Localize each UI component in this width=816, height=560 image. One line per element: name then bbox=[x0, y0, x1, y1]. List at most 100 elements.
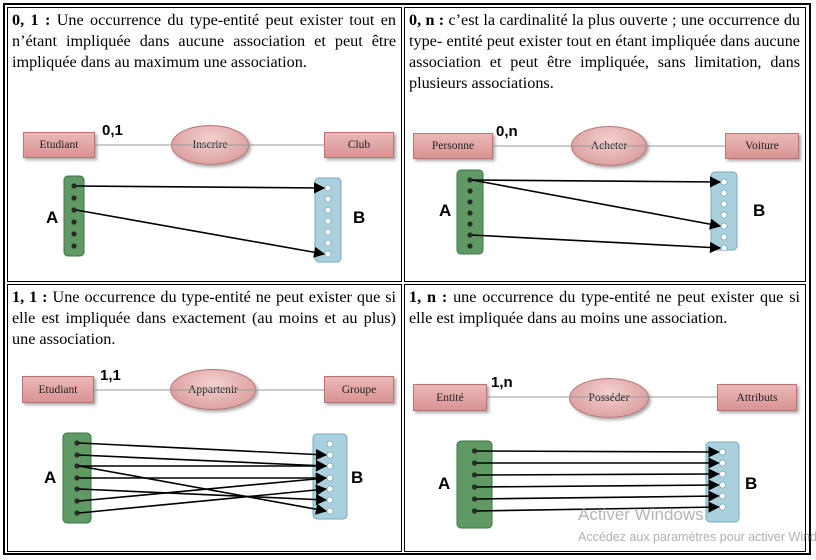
set-a-element bbox=[467, 243, 473, 249]
set-a-element bbox=[471, 448, 478, 454]
set-b-label: B bbox=[351, 468, 364, 487]
text-1-n: une occurrence du type-entité ne peut ex… bbox=[409, 288, 800, 327]
set-b-element bbox=[324, 206, 332, 214]
entity-etudiant: Etudiant bbox=[23, 132, 95, 158]
set-a-element bbox=[74, 452, 80, 458]
mapping-arrow bbox=[476, 468, 720, 480]
set-b-element bbox=[324, 239, 332, 247]
set-b-element bbox=[720, 222, 728, 230]
association-posseder: Posséder bbox=[569, 378, 649, 418]
cardinality-label: 0,n bbox=[496, 123, 518, 140]
set-a-box bbox=[63, 175, 85, 257]
entity-entite: Entité bbox=[413, 384, 487, 411]
set-b-element bbox=[324, 217, 332, 225]
cell-cardinality-0-1: 0, 1 : Une occurrence du type-entité peu… bbox=[7, 7, 402, 282]
set-b-element bbox=[720, 233, 728, 241]
set-a-element bbox=[467, 221, 473, 227]
mapping-arrow bbox=[78, 454, 328, 472]
set-b-element bbox=[326, 462, 334, 470]
set-b-label: B bbox=[753, 201, 766, 220]
description-0-n: 0, n : c’est la cardinalité la plus ouve… bbox=[409, 10, 800, 94]
set-a-label: A bbox=[438, 474, 451, 493]
mapping-arrow bbox=[476, 446, 720, 458]
mapping-arrow bbox=[78, 465, 328, 515]
set-a-element bbox=[71, 219, 77, 225]
mapping-diagram-0-1 bbox=[63, 144, 342, 263]
set-a-element bbox=[71, 243, 77, 249]
set-a-element bbox=[74, 475, 80, 481]
set-b-element bbox=[719, 459, 726, 467]
set-a-element bbox=[71, 231, 77, 237]
set-a-element bbox=[471, 484, 478, 490]
mapping-arrow bbox=[471, 234, 722, 254]
entity-groupe: Groupe bbox=[324, 376, 394, 403]
mapping-arrow bbox=[476, 479, 720, 491]
set-a-label: A bbox=[44, 468, 57, 487]
mapping-arrow bbox=[78, 442, 328, 461]
set-b-element bbox=[326, 440, 334, 448]
set-b-element bbox=[719, 503, 726, 511]
set-b-element bbox=[720, 211, 728, 219]
set-a-element bbox=[74, 486, 80, 492]
mapping-diagram-1-n bbox=[456, 396, 740, 529]
set-b-element bbox=[719, 470, 726, 478]
title-1-n: 1, n : bbox=[409, 288, 448, 306]
set-b-element bbox=[720, 244, 728, 252]
title-0-1: 0, 1 : bbox=[12, 11, 51, 29]
set-b-element bbox=[324, 184, 332, 192]
entity-etudiant: Etudiant bbox=[22, 376, 94, 403]
mapping-arrow bbox=[476, 490, 720, 502]
mapping-arrow bbox=[78, 484, 328, 514]
set-a-element bbox=[467, 199, 473, 205]
set-a-element bbox=[467, 210, 473, 216]
set-a-element bbox=[74, 510, 80, 516]
set-b-element bbox=[324, 195, 332, 203]
entity-attributs: Attributs bbox=[717, 384, 797, 411]
set-b-element bbox=[720, 189, 728, 197]
description-1-n: 1, n : une occurrence du type-entité ne … bbox=[409, 287, 800, 329]
set-a-label: A bbox=[46, 208, 59, 227]
mapping-arrow bbox=[471, 179, 722, 230]
set-b-element bbox=[326, 507, 334, 515]
cell-cardinality-1-1: 1, 1 : Une occurrence du type-entité ne … bbox=[7, 284, 402, 552]
title-1-1: 1, 1 : bbox=[12, 288, 48, 306]
set-b-element bbox=[719, 448, 726, 456]
set-b-element bbox=[326, 485, 334, 493]
set-a-element bbox=[74, 498, 80, 504]
text-0-1: Une occurrence du type-entité peut exist… bbox=[12, 11, 397, 71]
cardinality-label: 1,1 bbox=[100, 367, 121, 384]
set-a-element bbox=[71, 195, 77, 201]
watermark-subtitle: Accédez aux paramètres pour activer Wind… bbox=[578, 530, 816, 544]
set-a-element bbox=[467, 177, 473, 183]
mapping-arrow bbox=[75, 209, 326, 258]
entity-personne: Personne bbox=[413, 133, 493, 159]
set-b-element bbox=[326, 496, 334, 504]
set-b-element bbox=[326, 474, 334, 482]
set-a-element bbox=[71, 207, 77, 213]
set-b-element bbox=[720, 200, 728, 208]
cardinality-label: 0,1 bbox=[102, 122, 123, 139]
set-a-element bbox=[74, 463, 80, 469]
set-b-element bbox=[719, 492, 726, 500]
set-a-label: A bbox=[439, 201, 452, 220]
cardinality-label: 1,n bbox=[491, 374, 513, 391]
entity-club: Club bbox=[324, 132, 394, 158]
set-a-element bbox=[471, 460, 478, 466]
set-b-element bbox=[326, 451, 334, 459]
table-frame bbox=[3, 3, 811, 555]
set-a-element bbox=[74, 440, 80, 446]
set-b-element bbox=[719, 481, 726, 489]
set-b-element bbox=[324, 228, 332, 236]
title-0-n: 0, n : bbox=[409, 11, 445, 29]
set-a-element bbox=[71, 183, 77, 189]
mapping-arrow bbox=[476, 501, 720, 513]
entity-voiture: Voiture bbox=[725, 133, 799, 159]
mapping-arrow bbox=[75, 182, 326, 194]
set-a-element bbox=[467, 188, 473, 194]
set-b-label: B bbox=[353, 208, 366, 227]
text-1-1: Une occurrence du type-entité ne peut ex… bbox=[12, 288, 397, 348]
mapping-arrow bbox=[78, 473, 328, 502]
watermark-title: Activer Windows bbox=[578, 505, 704, 524]
set-b-element bbox=[720, 178, 728, 186]
set-a-element bbox=[471, 496, 478, 502]
